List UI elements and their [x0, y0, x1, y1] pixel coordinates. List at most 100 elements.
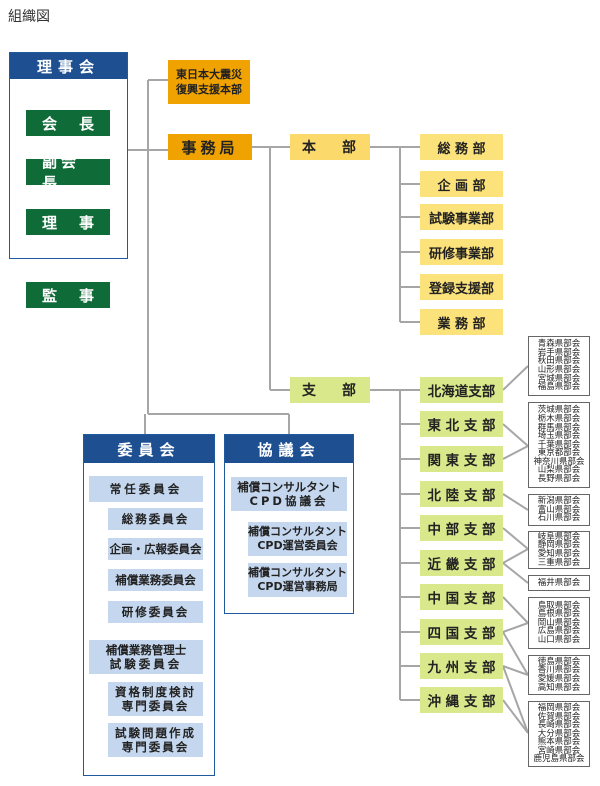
- director-box: 理 事: [26, 209, 110, 235]
- honbu-box: 本 部: [290, 134, 370, 160]
- prefecture-group-kinki: 鳥取県部会 島根県部会 岡山県部会 広島県部会 山口県部会: [528, 597, 590, 649]
- prefecture-item: 島根県部会: [537, 609, 581, 620]
- prefecture-item: 神奈川県部会: [533, 456, 585, 467]
- prefecture-item: 山形県部会: [537, 365, 581, 375]
- cpd-council-line-1: 補償コンサルタント: [237, 480, 341, 494]
- cpd-steering-committee-box: 補償コンサルタント CPD運営委員会: [248, 522, 347, 556]
- branch-kyushu: 九 州 支 部: [420, 653, 503, 679]
- prefecture-item: 岡山県部会: [537, 617, 581, 628]
- prefecture-item: 群馬県部会: [537, 422, 581, 433]
- secretariat-box: 事務局: [168, 134, 252, 160]
- prefecture-item: 宮崎県部会: [537, 745, 581, 756]
- prefecture-group-kanto: 新潟県部会 富山県部会 石川県部会: [528, 494, 590, 526]
- page-title: 組織図: [8, 9, 50, 25]
- question-line-1: 試験問題作成: [115, 726, 196, 740]
- board-header: 理事会: [10, 53, 127, 79]
- branch-kanto: 関 東 支 部: [420, 446, 503, 472]
- cpd-secretariat-line-1: 補償コンサルタント: [248, 566, 347, 579]
- prefecture-item: 愛媛県部会: [537, 674, 581, 684]
- qualification-subcommittee-box: 資格制度検討 専門委員会: [108, 682, 203, 716]
- shibu-label-2: 部: [342, 383, 356, 399]
- prefecture-item: 山口県部会: [537, 634, 581, 645]
- prefecture-item: 佐賀県部会: [537, 711, 581, 722]
- cpd-secretariat-box: 補償コンサルタント CPD運営事務局: [248, 563, 347, 597]
- chair-label-2: 長: [78, 114, 94, 133]
- department-touroku: 登録支援部: [420, 274, 503, 300]
- honbu-label-2: 部: [342, 140, 356, 156]
- prefecture-item: 広島県部会: [537, 626, 581, 637]
- branch-kinki: 近 畿 支 部: [420, 550, 503, 576]
- exam-committee-line-2: 試験委員会: [109, 657, 183, 671]
- department-kenshu: 研修事業部: [420, 239, 503, 265]
- cpd-secretariat-line-2: CPD運営事務局: [257, 580, 338, 593]
- prefecture-group-hokkaido: 青森県部会 岩手県部会 秋田県部会 山形県部会 宮城県部会 福島県部会: [528, 336, 590, 396]
- branch-tohoku: 東 北 支 部: [420, 411, 503, 437]
- committee-hosho: 補償業務委員会: [108, 569, 203, 591]
- prefecture-item: 東京都部会: [537, 448, 581, 459]
- branch-chugoku: 中 国 支 部: [420, 584, 503, 610]
- reconstruction-line-1: 東日本大震災: [176, 68, 242, 81]
- chair-label-1: 会: [42, 114, 58, 133]
- department-gyoumu: 業 務 部: [420, 309, 503, 335]
- prefecture-item: 秋田県部会: [537, 356, 581, 367]
- honbu-label-1: 本: [302, 140, 316, 156]
- prefecture-item: 徳島県部会: [537, 656, 581, 667]
- prefecture-group-hokuriku: 岐阜県部会 静岡県部会 愛知県部会 三重県部会: [528, 531, 590, 569]
- prefecture-item: 宮城県部会: [537, 373, 581, 384]
- cpd-steering-line-1: 補償コンサルタント: [248, 525, 347, 538]
- director-label-2: 事: [78, 213, 94, 232]
- branch-shikoku: 四 国 支 部: [420, 619, 503, 645]
- cpd-council-line-2: CPD協議会: [249, 494, 329, 508]
- committee-kikaku: 企画・広報委員会: [108, 538, 203, 560]
- branch-chubu: 中 部 支 部: [420, 515, 503, 541]
- prefecture-group-shikoku: 福岡県部会 佐賀県部会 長崎県部会 大分県部会 熊本県部会 宮崎県部会 鹿児島県…: [528, 701, 590, 767]
- shibu-box: 支 部: [290, 377, 370, 403]
- standing-committee-box: 常任委員会: [89, 476, 203, 502]
- prefecture-item: 岩手県部会: [537, 347, 581, 358]
- prefecture-item: 福岡県部会: [537, 702, 581, 713]
- prefecture-item: 高知県部会: [537, 682, 581, 693]
- prefecture-item: 静岡県部会: [537, 540, 581, 551]
- chair-box: 会 長: [26, 110, 110, 136]
- committee-soumu: 総務委員会: [108, 508, 203, 530]
- prefecture-group-chubu: 福井県部会: [528, 575, 590, 591]
- department-soumu: 総 務 部: [420, 134, 503, 160]
- shibu-label-1: 支: [302, 383, 316, 399]
- vice-chair-box: 副会長: [26, 153, 110, 192]
- branch-hokuriku: 北 陸 支 部: [420, 481, 503, 507]
- branch-okinawa: 沖 縄 支 部: [420, 687, 503, 713]
- prefecture-item: 埼玉県部会: [537, 431, 581, 442]
- auditor-box: 監 事: [26, 282, 110, 308]
- department-kikaku: 企 画 部: [420, 171, 503, 197]
- prefecture-item: 茨城県部会: [537, 405, 581, 416]
- qualification-line-1: 資格制度検討: [115, 685, 196, 699]
- prefecture-item: 熊本県部会: [537, 737, 581, 748]
- prefecture-item: 愛知県部会: [537, 549, 581, 559]
- prefecture-item: 鹿児島県部会: [533, 754, 585, 765]
- qualification-line-2: 専門委員会: [121, 699, 190, 713]
- prefecture-item: 大分県部会: [537, 728, 581, 739]
- prefecture-item: 栃木県部会: [537, 413, 581, 424]
- reconstruction-hq-box: 東日本大震災 復興支援本部: [168, 60, 250, 104]
- question-line-2: 専門委員会: [121, 740, 190, 754]
- cpd-steering-line-2: CPD運営委員会: [257, 539, 338, 552]
- council-header: 協議会: [225, 435, 353, 463]
- prefecture-item: 千葉県部会: [537, 439, 581, 450]
- question-subcommittee-box: 試験問題作成 専門委員会: [108, 723, 203, 757]
- prefecture-item: 福島県部会: [537, 382, 581, 393]
- department-shiken: 試験事業部: [420, 204, 503, 230]
- auditor-label-2: 事: [78, 286, 94, 305]
- committee-kenshu: 研修委員会: [108, 601, 203, 623]
- auditor-label-1: 監: [42, 286, 58, 305]
- reconstruction-line-2: 復興支援本部: [176, 83, 242, 96]
- prefecture-item: 山梨県部会: [537, 465, 581, 476]
- cpd-council-box: 補償コンサルタント CPD協議会: [231, 477, 347, 511]
- prefecture-item: 岐阜県部会: [537, 531, 581, 542]
- exam-committee-line-1: 補償業務管理士: [105, 643, 187, 657]
- prefecture-item: 新潟県部会: [537, 496, 581, 507]
- prefecture-group-chugoku: 徳島県部会 香川県部会 愛媛県部会 高知県部会: [528, 655, 590, 695]
- prefecture-item: 香川県部会: [537, 665, 581, 676]
- prefecture-item: 三重県部会: [537, 557, 581, 568]
- director-label-1: 理: [42, 213, 58, 232]
- committee-header: 委員会: [84, 435, 214, 463]
